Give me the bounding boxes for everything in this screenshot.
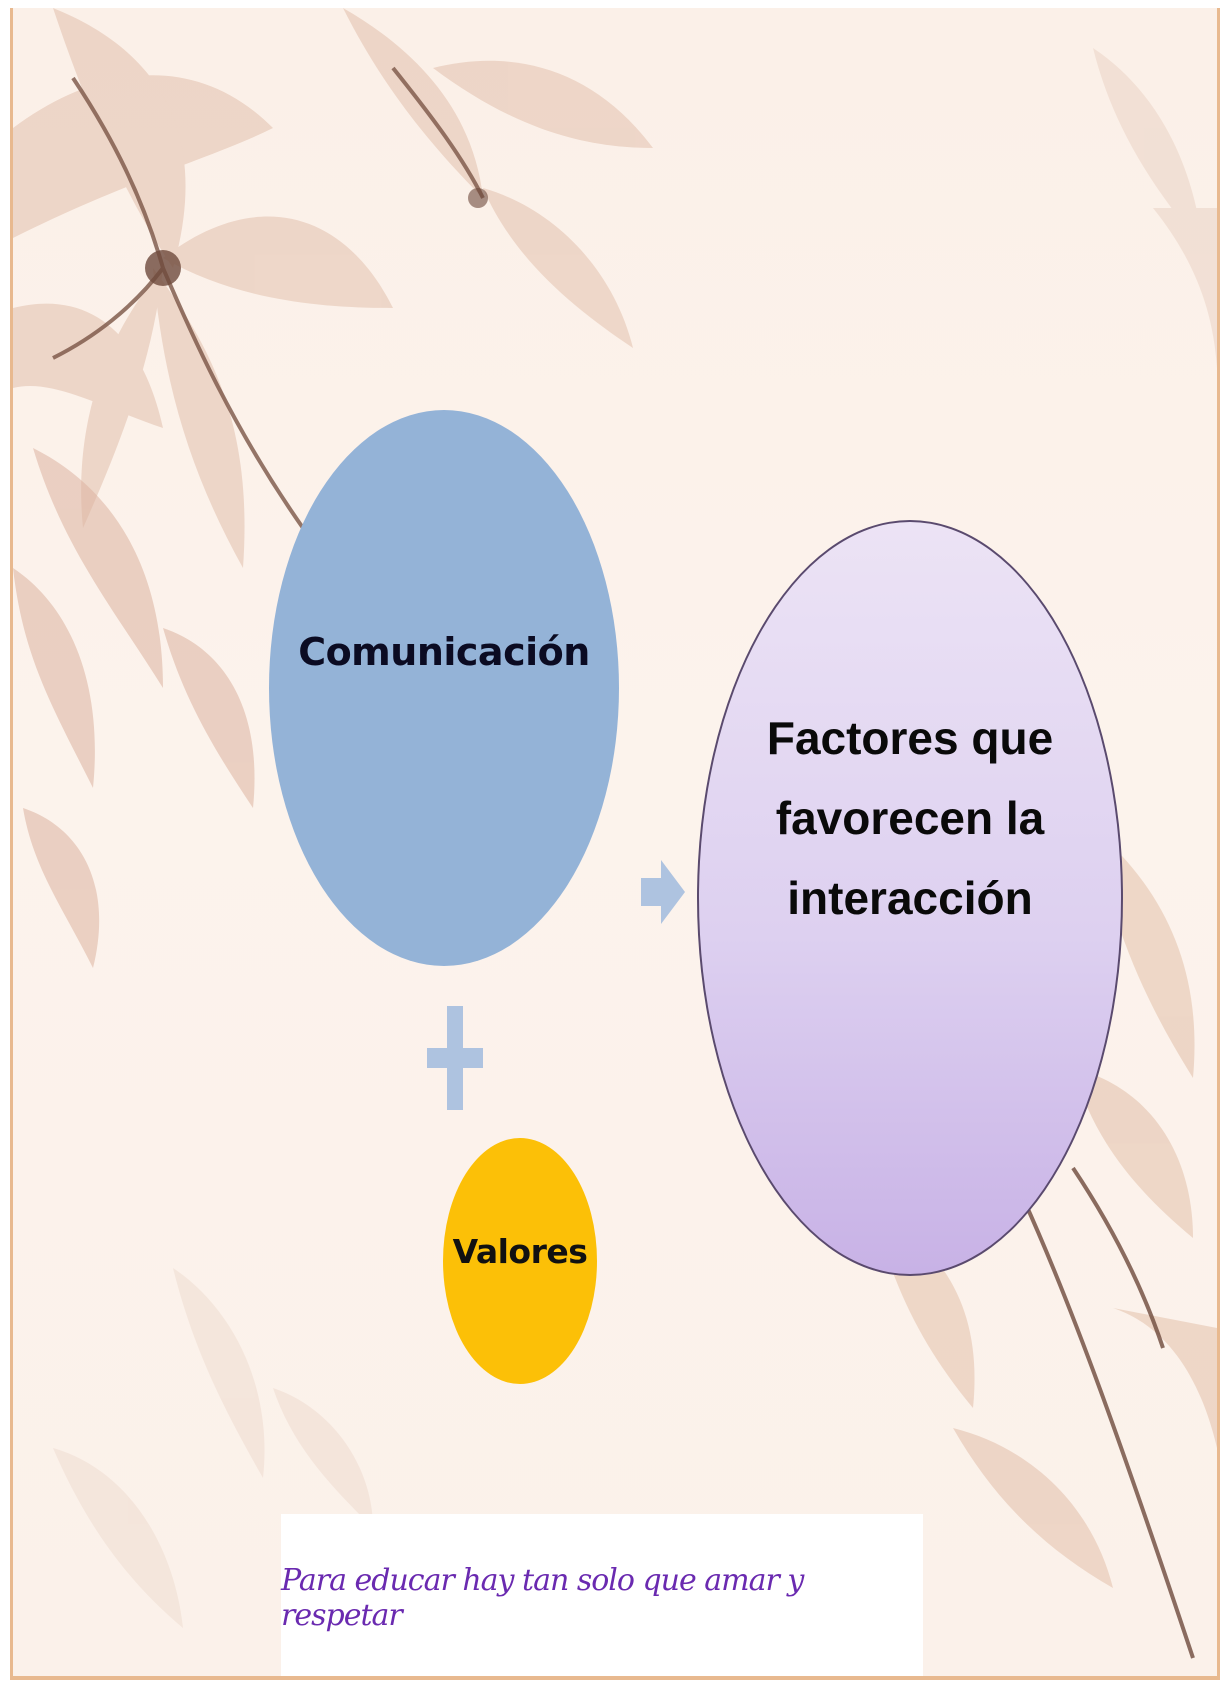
quote-box: Para educar hay tan solo que amar y resp…	[281, 1514, 923, 1676]
node-comunicacion-label: Comunicación	[298, 630, 590, 674]
quote-text: Para educar hay tan solo que amar y resp…	[281, 1563, 804, 1633]
node-valores: Valores	[443, 1138, 597, 1384]
arrow-right-icon	[641, 860, 685, 924]
slide: Comunicación Factores que favorecen la i…	[10, 8, 1220, 1680]
node-factores-label: Factores que favorecen la interacción	[766, 712, 1054, 924]
node-comunicacion: Comunicación	[269, 410, 619, 966]
node-valores-label: Valores	[452, 1231, 588, 1271]
plus-icon	[427, 1006, 483, 1110]
node-factores: Factores que favorecen la interacción	[697, 520, 1123, 1276]
